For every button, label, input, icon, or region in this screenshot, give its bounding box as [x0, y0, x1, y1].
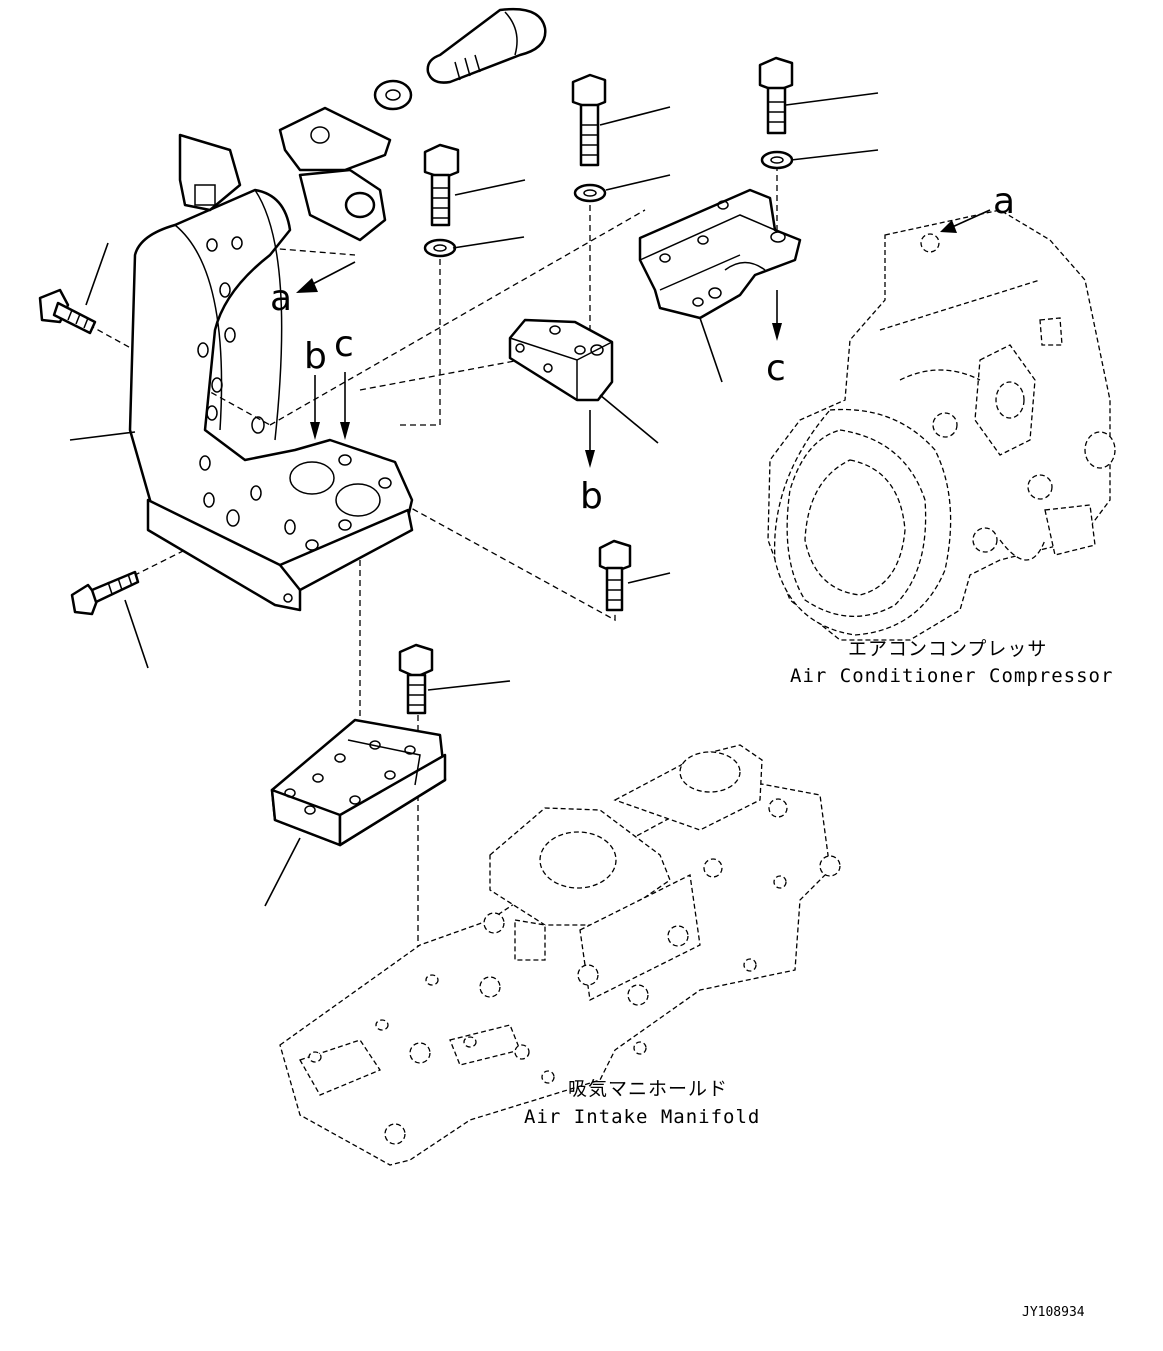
bolt-icon [598, 539, 632, 612]
bolt-icon [38, 288, 97, 335]
compressor-label-en: Air Conditioner Compressor [790, 665, 1113, 687]
leader-lines [69, 92, 879, 907]
washer-icon [373, 79, 413, 111]
spacer-icon [508, 318, 614, 402]
bolt-icon [70, 570, 140, 616]
long-bolt-top [426, 7, 547, 84]
bracket-icon [638, 188, 802, 320]
compressor-label-jp: エアコンコンプレッサ [848, 638, 1047, 660]
washer-icon [573, 183, 607, 203]
bolt-icon [423, 143, 460, 227]
washer-icon [760, 150, 794, 170]
manifold-icon [279, 744, 841, 1166]
ref-letter-c: c [334, 324, 354, 365]
bolt-icon [571, 73, 607, 167]
ref-letter-c: c [766, 348, 786, 389]
compressor-icon [767, 209, 1116, 641]
bolt-icon [398, 643, 434, 715]
manifold-label-jp: 吸気マニホールド [568, 1078, 728, 1100]
reference-arrows [296, 209, 991, 468]
ref-letter-b: b [304, 336, 327, 377]
manifold-label-en: Air Intake Manifold [524, 1106, 760, 1128]
ref-letter-a: a [993, 181, 1015, 222]
drawing-code: JY108934 [1022, 1305, 1085, 1320]
bolt-icon [758, 56, 794, 135]
ref-letter-a: a [270, 278, 292, 319]
plate-icon [270, 718, 447, 847]
main-bracket [128, 106, 414, 612]
ref-letter-b: b [580, 476, 603, 517]
washer-icon [423, 238, 457, 258]
